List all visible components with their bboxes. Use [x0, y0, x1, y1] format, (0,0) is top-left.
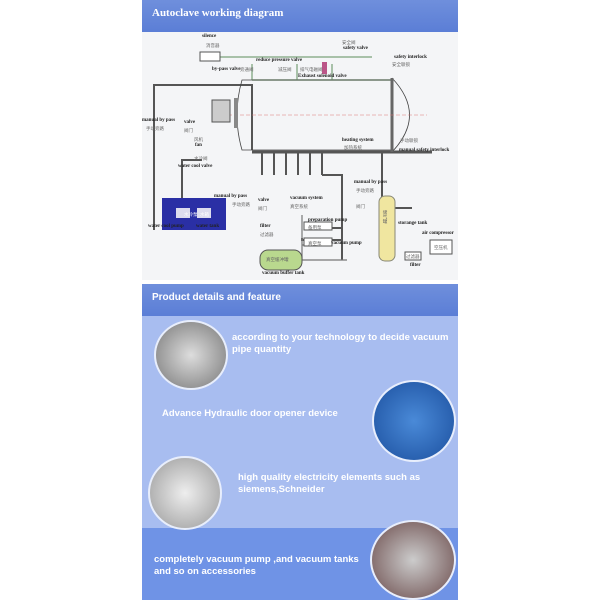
label-vacuum-buffer-tank: vacuum buffer tank — [262, 271, 305, 276]
label-exhaust-cn: 排气电磁阀 — [300, 67, 323, 72]
label-safety-interlock-cn: 安全联锁 — [392, 62, 410, 67]
diagram-header: Autoclave working diagram — [142, 0, 458, 32]
label-filter-2-cn: 过滤器 — [406, 254, 420, 259]
label-by-pass-valve-cn: 旁通阀 — [240, 67, 254, 72]
label-silence: silence — [202, 34, 217, 39]
features-title: Product details and feature — [152, 292, 281, 303]
label-filter-1: filter — [260, 224, 271, 229]
label-heating-system: heating system — [342, 138, 374, 143]
hydraulic-door-photo — [372, 380, 456, 462]
label-safety-interlock: safety interlock — [394, 55, 427, 60]
label-manual-by-pass-2-cn: 手动旁路 — [232, 202, 250, 207]
label-vacuum-pump-cn: 真空泵 — [308, 241, 322, 246]
label-storage-tank-cn: 储气罐 — [383, 210, 388, 224]
label-manual-safety-interlock-cn: 手动联锁 — [400, 138, 418, 143]
label-manual-by-pass-3: manual by pass — [354, 180, 388, 185]
label-water-cool-valve-cn: 水冷阀 — [194, 156, 208, 161]
vacuum-pipe-photo — [154, 320, 228, 390]
label-manual-by-pass-1-cn: 手动旁路 — [146, 126, 164, 131]
label-water-tank: water tank — [196, 224, 220, 229]
features-header: Product details and feature — [142, 284, 458, 316]
label-safety-valve-cn: 安全阀 — [342, 40, 356, 45]
label-manual-by-pass-3-cn: 手动旁路 — [356, 188, 374, 193]
label-reduce-cn: 减压阀 — [278, 67, 292, 72]
feature-text-3: high quality electricity elements such a… — [238, 472, 421, 495]
feature-text-2: Advance Hydraulic door opener device — [162, 408, 338, 419]
label-silence-cn: 消音器 — [206, 43, 220, 48]
feature-text-1: according to your technology to decide v… — [232, 332, 449, 355]
label-vacuum-buffer-tank-cn: 真空缓冲罐 — [266, 257, 289, 262]
label-valve-2: valve — [258, 198, 270, 203]
label-filter-1-cn: 过滤器 — [260, 232, 274, 237]
label-storage-tank: storange tank — [398, 221, 428, 226]
label-safety-valve: safety valve — [343, 46, 368, 51]
autoclave-diagram: Autoclave working diagram silence 消音器 安全… — [142, 0, 458, 280]
label-air-compressor: air compressor — [422, 231, 454, 236]
diagram-title: Autoclave working diagram — [152, 7, 284, 19]
diagram-pipes — [153, 51, 453, 271]
label-preparation-pump-cn: 备用泵 — [308, 225, 322, 230]
label-water-cool-valve: water cool valve — [178, 164, 213, 169]
label-fan-cn: 风机 — [194, 137, 203, 142]
label-heating-system-cn: 加热系统 — [344, 145, 362, 150]
label-valve-1: valve — [184, 120, 196, 125]
label-filter-2: filter — [410, 263, 421, 268]
label-preparation-pump: preparation pump — [308, 218, 348, 223]
label-fan: fan — [195, 143, 202, 148]
label-valve-3-cn: 阀门 — [356, 204, 365, 209]
label-vacuum-pump: vacuum pump — [331, 241, 362, 246]
label-vacuum-system: vacuum system — [290, 196, 323, 201]
label-air-compressor-cn: 空压机 — [434, 245, 448, 250]
label-reduce-pressure-valve: reduce pressure valve — [256, 58, 303, 63]
label-exhaust-solenoid-valve: Exhaust solenoid valve — [298, 74, 347, 79]
label-manual-by-pass-1: manual by pass — [142, 118, 176, 123]
label-by-pass-valve: by-pass valve — [212, 67, 241, 72]
label-valve-2-cn: 阀门 — [258, 206, 267, 211]
label-water-tank-cn: 水箱 — [200, 212, 209, 217]
label-vacuum-system-cn: 真空系统 — [290, 204, 308, 209]
electric-elements-photo — [148, 456, 222, 530]
label-water-cool-pump-cn: 水冷泵 — [184, 212, 198, 217]
vacuum-pump-photo — [370, 520, 456, 600]
feature-text-4: completely vacuum pump ,and vacuum tanks… — [154, 554, 359, 577]
label-manual-safety-interlock: manual safety interlock — [399, 148, 450, 153]
label-valve-1-cn: 阀门 — [184, 128, 193, 133]
product-features-section: Product details and feature according to… — [142, 284, 458, 600]
label-manual-by-pass-2: manual by pass — [214, 194, 248, 199]
label-water-cool-pump: water cool pump — [148, 224, 184, 229]
